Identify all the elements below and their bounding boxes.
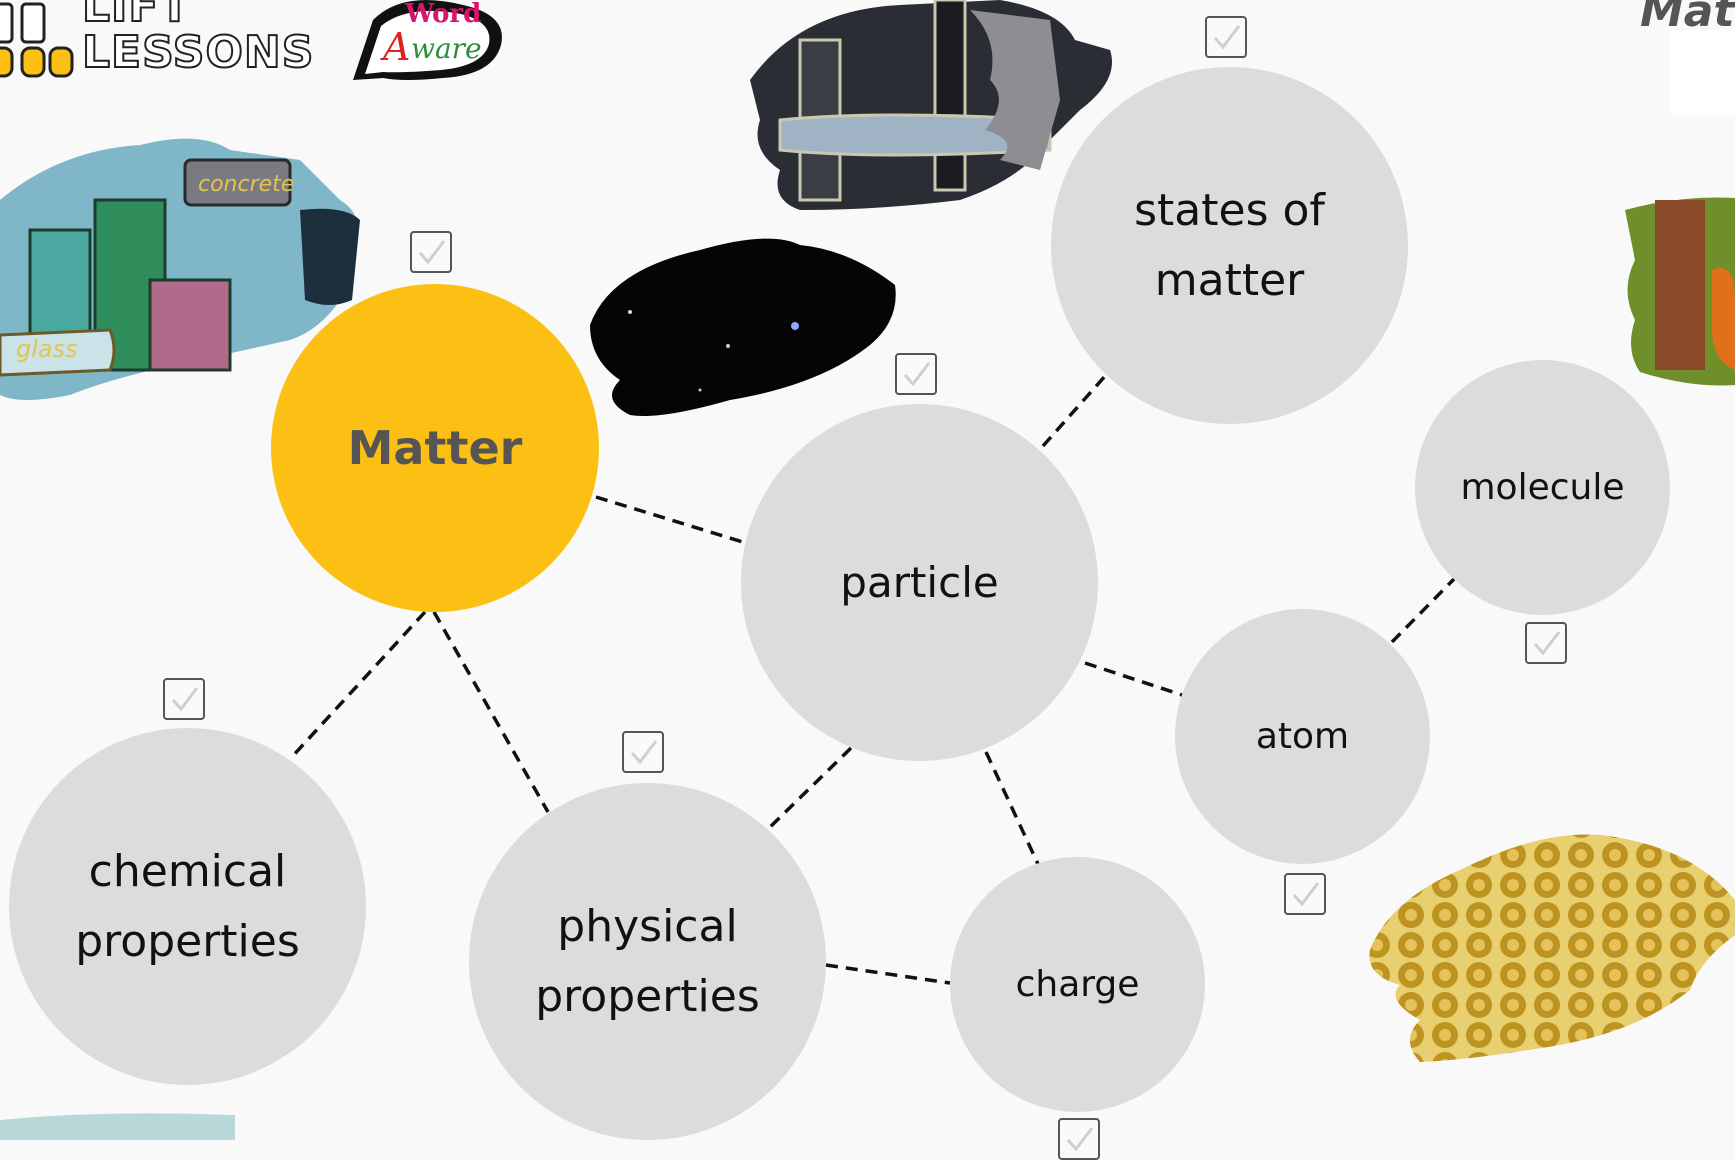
forest-illustration	[1625, 197, 1735, 386]
node-charge-label: charge	[1015, 964, 1140, 1005]
city-illustration: concrete glass	[0, 138, 360, 401]
space-illustration	[590, 238, 896, 416]
node-physical-properties[interactable]: physical properties	[469, 783, 826, 1140]
node-chemical-properties-label-line1: chemical	[88, 845, 287, 897]
glass-label: glass	[16, 335, 78, 363]
lift-lessons-wordmark: LIFT LESSONS	[81, 0, 315, 78]
node-atom[interactable]: atom	[1175, 609, 1430, 864]
node-atom-label: atom	[1255, 716, 1350, 757]
link-physical-charge	[825, 963, 951, 985]
bottom-left-illustration	[0, 1113, 235, 1140]
node-particle-label: particle	[840, 558, 999, 607]
node-matter-label: Matter	[347, 421, 523, 475]
svg-text:A: A	[380, 25, 410, 69]
node-matter[interactable]: Matter	[271, 284, 599, 612]
checkbox-atom[interactable]	[1284, 873, 1326, 915]
lift-lessons-logo: LIFT LESSONS	[0, 0, 314, 95]
checkbox-states-of-matter[interactable]	[1205, 16, 1247, 58]
word-aware-logo: Word A ware	[343, 0, 513, 99]
lift-lessons-icon	[0, 2, 74, 78]
checkbox-physical-properties[interactable]	[622, 731, 664, 773]
node-molecule[interactable]: molecule	[1415, 360, 1670, 615]
checkbox-charge[interactable]	[1058, 1118, 1100, 1160]
link-particle-charge	[984, 751, 1040, 865]
corner-card	[1670, 30, 1735, 115]
node-states-of-matter-label-line1: states of	[1134, 184, 1325, 236]
node-particle[interactable]: particle	[741, 404, 1098, 761]
svg-text:Word: Word	[404, 0, 481, 29]
concrete-label: concrete	[198, 172, 294, 197]
node-physical-properties-label-line1: physical	[557, 900, 738, 952]
svg-text:ware: ware	[411, 32, 482, 65]
checkbox-matter[interactable]	[410, 231, 452, 273]
checkbox-particle[interactable]	[895, 353, 937, 395]
checkbox-chemical-properties[interactable]	[163, 678, 205, 720]
node-charge[interactable]: charge	[950, 857, 1205, 1112]
link-atom-molecule	[1390, 576, 1457, 644]
node-states-of-matter[interactable]: states of matter	[1051, 67, 1408, 424]
corner-title: Mat	[1640, 0, 1735, 37]
node-molecule-label: molecule	[1460, 467, 1625, 508]
node-physical-properties-label-line2: properties	[535, 970, 760, 1022]
link-particle-atom	[1084, 661, 1183, 697]
gold-particles-illustration	[1369, 834, 1735, 1062]
checkbox-molecule[interactable]	[1525, 622, 1567, 664]
link-particle-states	[1041, 373, 1108, 448]
node-states-of-matter-label-line2: matter	[1154, 254, 1305, 306]
lab-illustration	[750, 0, 1112, 210]
link-matter-chemical	[288, 610, 427, 761]
node-chemical-properties-label-line2: properties	[75, 915, 300, 967]
link-particle-physical	[765, 746, 853, 832]
link-matter-physical	[432, 611, 550, 813]
node-chemical-properties[interactable]: chemical properties	[9, 728, 366, 1085]
link-matter-particle	[595, 495, 747, 545]
